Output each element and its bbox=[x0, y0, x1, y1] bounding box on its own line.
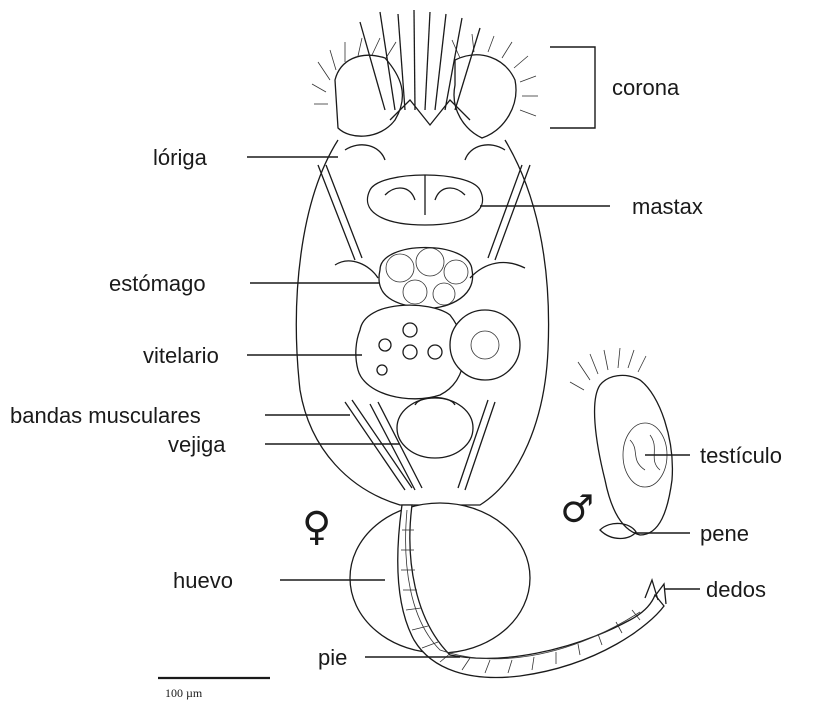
corona-bracket bbox=[550, 47, 595, 128]
label-bandas-musculares: bandas musculares bbox=[10, 403, 201, 428]
label-estomago: estómago bbox=[109, 271, 206, 296]
label-mastax: mastax bbox=[632, 194, 703, 219]
scale-bar: 100 µm bbox=[158, 678, 270, 700]
label-loriga: lóriga bbox=[153, 145, 208, 170]
mastax-structure bbox=[345, 145, 505, 225]
label-huevo: huevo bbox=[173, 568, 233, 593]
female-rotifer-illustration bbox=[296, 10, 666, 678]
bladder-structure bbox=[397, 398, 473, 459]
corona-structure bbox=[312, 10, 538, 138]
label-pene: pene bbox=[700, 521, 749, 546]
label-dedos: dedos bbox=[706, 577, 766, 602]
label-testiculo: testículo bbox=[700, 443, 782, 468]
label-corona: corona bbox=[612, 75, 680, 100]
egg-structure bbox=[350, 503, 530, 653]
scale-bar-label: 100 µm bbox=[165, 686, 203, 700]
label-vitelario: vitelario bbox=[143, 343, 219, 368]
female-symbol: ♀ bbox=[302, 503, 331, 550]
label-pie: pie bbox=[318, 645, 347, 670]
male-symbol: ♂ bbox=[560, 486, 594, 531]
vitellarium-structure bbox=[356, 305, 520, 399]
label-vejiga: vejiga bbox=[168, 432, 226, 457]
